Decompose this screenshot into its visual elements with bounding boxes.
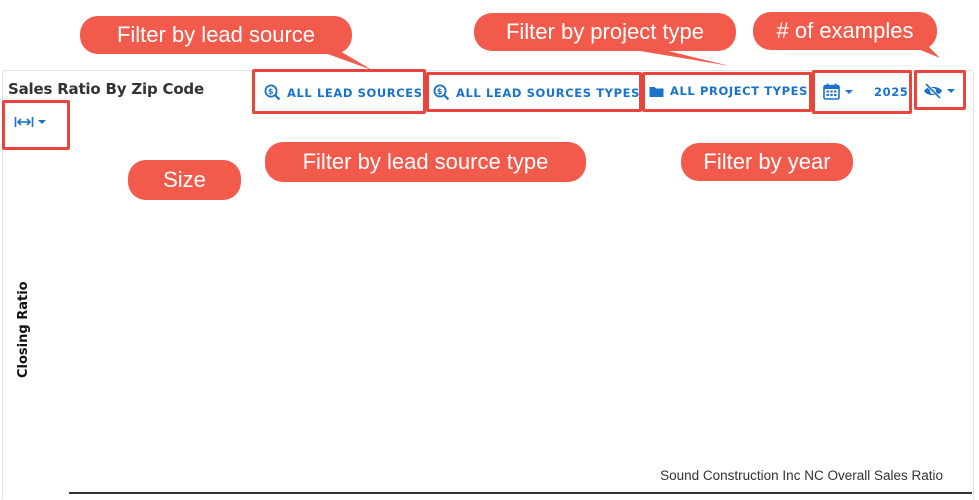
overall-sales-ratio-label: Sound Construction Inc NC Overall Sales … <box>660 468 943 483</box>
calendar-icon <box>823 83 840 100</box>
callout-size: Size <box>128 160 241 200</box>
project-type-highlight <box>642 72 812 112</box>
dollar-search-icon: $ <box>433 84 450 101</box>
caret-down-icon <box>947 89 955 93</box>
size-dropdown[interactable] <box>14 115 46 129</box>
widget-title: Sales Ratio By Zip Code <box>8 80 204 98</box>
svg-text:$: $ <box>268 87 274 96</box>
year-highlight <box>812 70 912 114</box>
sales-ratio-widget <box>2 70 974 500</box>
eye-slash-icon <box>924 83 942 99</box>
caret-down-icon <box>845 89 853 94</box>
lead-source-type-highlight <box>426 72 642 112</box>
callout-year: Filter by year <box>681 143 853 181</box>
lead-source-filter-label: ALL LEAD SOURCES <box>287 85 423 100</box>
callout-examples: # of examples <box>753 12 937 50</box>
lead-source-filter[interactable]: $ ALL LEAD SOURCES <box>264 84 423 101</box>
callout-lead-source: Filter by lead source <box>80 16 352 54</box>
lead-source-highlight <box>252 69 426 114</box>
lead-source-type-filter-label: ALL LEAD SOURCES TYPES <box>456 85 640 100</box>
examples-dropdown[interactable] <box>923 83 955 99</box>
year-filter-value: 2025 <box>874 84 909 99</box>
folder-icon <box>649 86 664 97</box>
project-type-filter[interactable]: ALL PROJECT TYPES <box>649 84 808 98</box>
lead-source-type-filter[interactable]: $ ALL LEAD SOURCES TYPES <box>433 84 640 101</box>
y-axis-label: Closing Ratio <box>16 281 31 378</box>
examples-highlight <box>914 70 966 110</box>
x-axis-line <box>69 492 972 494</box>
size-highlight <box>2 100 70 150</box>
width-arrows-icon <box>14 117 34 127</box>
year-filter[interactable]: 2025 <box>823 83 908 100</box>
svg-text:$: $ <box>437 87 443 96</box>
dollar-search-icon: $ <box>264 84 281 101</box>
callout-lead-source-type: Filter by lead source type <box>265 142 586 182</box>
pointer-project-type <box>634 50 730 66</box>
callout-project-type: Filter by project type <box>474 13 736 51</box>
caret-down-icon <box>38 120 46 124</box>
project-type-filter-label: ALL PROJECT TYPES <box>670 84 808 98</box>
